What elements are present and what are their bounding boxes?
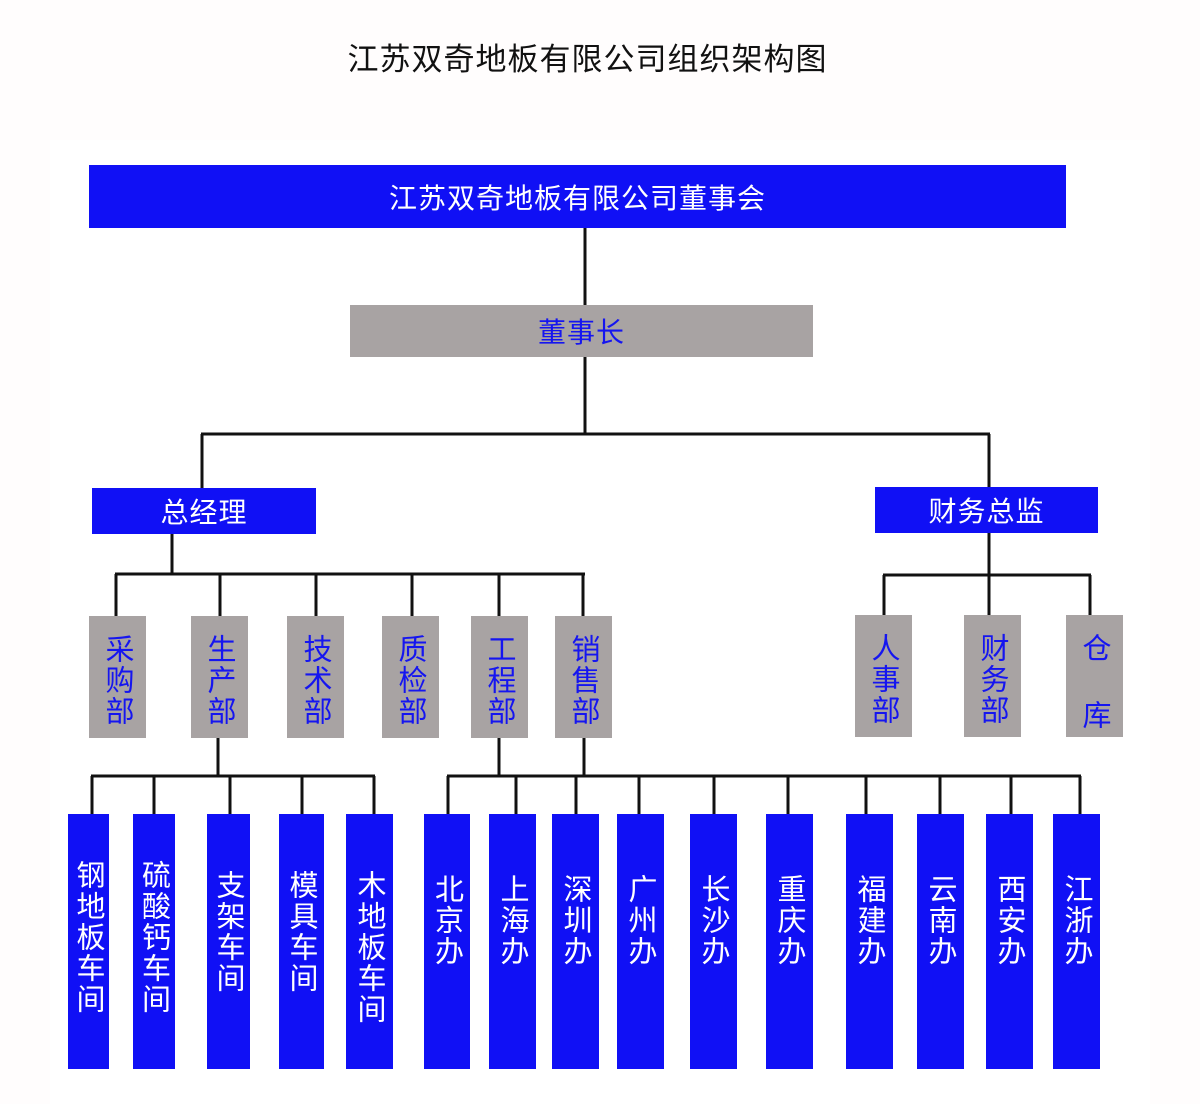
workshop-label: 模具车间 [285, 870, 319, 994]
office-label: 广州办 [624, 874, 658, 967]
department-label: 生产部 [203, 634, 237, 727]
office-label: 上海办 [496, 874, 530, 967]
page-title: 江苏双奇地板有限公司组织架构图 [347, 42, 828, 78]
workshop-steel-floor[interactable]: 钢地板车间 [68, 814, 109, 1069]
office-yunnan[interactable]: 云南办 [917, 814, 964, 1069]
general-manager-label: 总经理 [160, 496, 248, 529]
workshop-label: 木地板车间 [353, 870, 387, 1025]
department-engineering[interactable]: 工程部 [471, 616, 528, 738]
department-label: 销售部 [567, 634, 601, 727]
workshop-calcium-sulfate[interactable]: 硫酸钙车间 [133, 814, 175, 1069]
office-label: 云南办 [924, 874, 958, 967]
workshop-label: 硫酸钙车间 [137, 860, 172, 1015]
office-label: 西安办 [993, 874, 1027, 967]
department-label: 仓 库 [1078, 633, 1112, 731]
office-changsha[interactable]: 长沙办 [690, 814, 737, 1069]
workshop-mold[interactable]: 模具车间 [279, 814, 324, 1069]
office-chongqing[interactable]: 重庆办 [766, 814, 813, 1069]
office-label: 重庆办 [773, 874, 807, 967]
department-sales[interactable]: 销售部 [555, 616, 612, 738]
department-warehouse[interactable]: 仓 库 [1066, 615, 1123, 737]
department-quality[interactable]: 质检部 [382, 616, 439, 738]
office-shenzhen[interactable]: 深圳办 [552, 814, 599, 1069]
department-label: 财务部 [976, 633, 1010, 726]
general-manager-node[interactable]: 总经理 [92, 488, 316, 534]
finance-director-node[interactable]: 财务总监 [875, 487, 1098, 533]
office-jiangzhe[interactable]: 江浙办 [1053, 814, 1100, 1069]
chairman-label: 董事长 [537, 316, 625, 349]
workshop-bracket[interactable]: 支架车间 [207, 814, 250, 1069]
office-label: 深圳办 [559, 874, 593, 967]
board-node[interactable]: 江苏双奇地板有限公司董事会 [89, 165, 1066, 228]
department-label: 工程部 [483, 634, 517, 727]
office-shanghai[interactable]: 上海办 [489, 814, 536, 1069]
department-label: 人事部 [867, 633, 901, 726]
office-label: 长沙办 [697, 874, 731, 967]
finance-director-label: 财务总监 [928, 495, 1045, 528]
office-xian[interactable]: 西安办 [986, 814, 1033, 1069]
workshop-wood-floor[interactable]: 木地板车间 [346, 814, 393, 1069]
department-production[interactable]: 生产部 [191, 616, 248, 738]
office-label: 江浙办 [1060, 874, 1094, 967]
department-hr[interactable]: 人事部 [855, 615, 912, 737]
chairman-node[interactable]: 董事长 [350, 305, 813, 357]
department-label: 质检部 [394, 634, 428, 727]
workshop-label: 钢地板车间 [72, 860, 106, 1015]
office-label: 北京办 [430, 874, 465, 967]
department-label: 采购部 [101, 634, 135, 727]
board-label: 江苏双奇地板有限公司董事会 [388, 181, 766, 215]
office-fujian[interactable]: 福建办 [846, 814, 893, 1069]
department-label: 技术部 [299, 634, 333, 727]
workshop-label: 支架车间 [212, 870, 246, 994]
office-label: 福建办 [853, 874, 887, 967]
office-guangzhou[interactable]: 广州办 [617, 814, 664, 1069]
office-beijing[interactable]: 北京办 [424, 814, 470, 1069]
department-technology[interactable]: 技术部 [287, 616, 344, 738]
department-finance[interactable]: 财务部 [964, 615, 1021, 737]
department-purchasing[interactable]: 采购部 [89, 616, 146, 738]
